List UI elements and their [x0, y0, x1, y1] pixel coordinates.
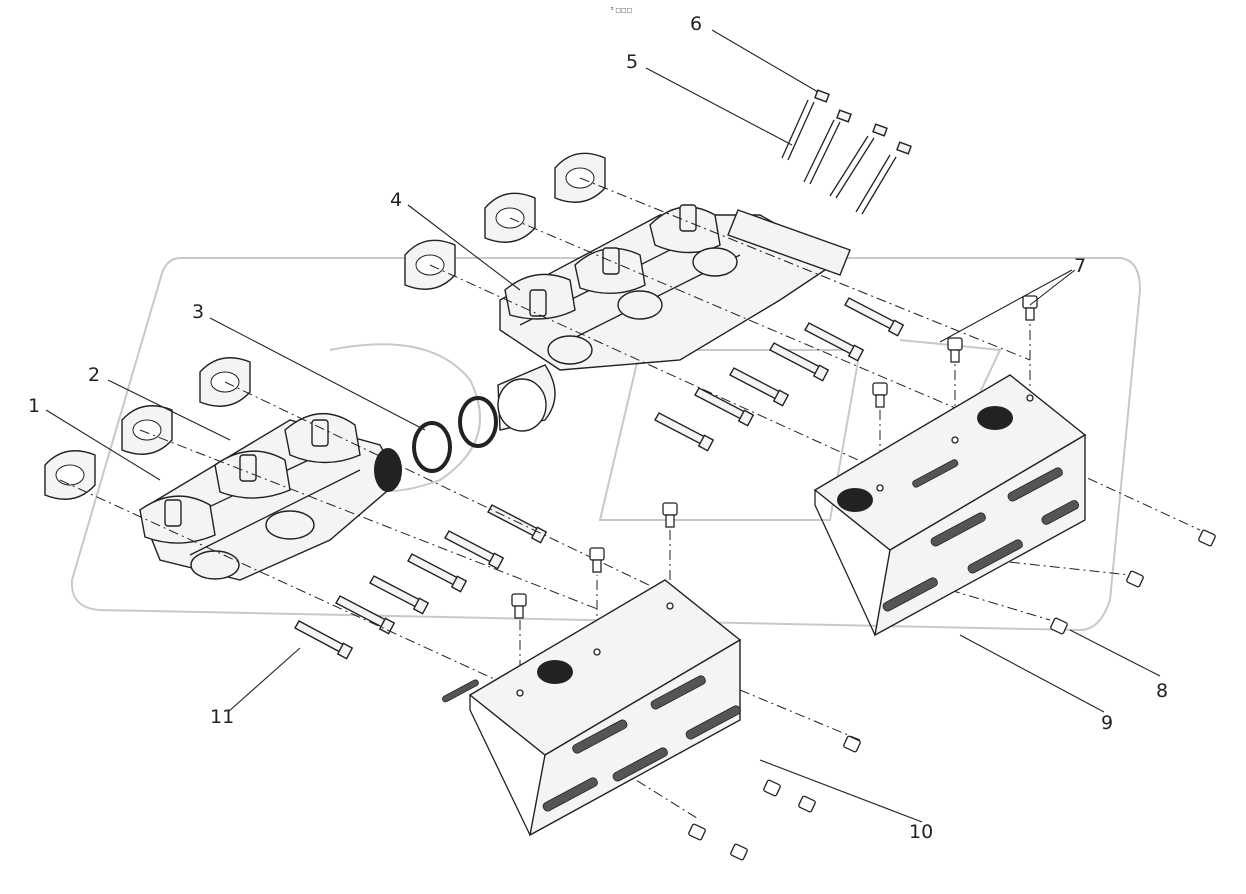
bolt-short-11 [730, 843, 748, 861]
short-bolts [511, 295, 1216, 861]
stud-4 [855, 141, 912, 215]
pipe-sleeve [497, 364, 556, 432]
bolt-short-5 [947, 337, 963, 363]
assembly-axes [59, 177, 1201, 821]
callout-11: 11 [210, 706, 234, 728]
bolt-short-6 [1022, 295, 1038, 321]
bolt-short-13 [1126, 570, 1144, 588]
callout-2: 2 [88, 364, 100, 386]
bolt-short-10 [688, 823, 706, 841]
bolt-long-3 [369, 575, 430, 615]
seal-rings [412, 396, 498, 473]
callout-1: 1 [28, 395, 40, 417]
bolt-short-14 [1050, 617, 1068, 635]
heat-shield-front [442, 579, 742, 837]
leader-lines [45, 29, 1161, 823]
heat-shield-rear [813, 374, 1087, 637]
bolt-long-2 [335, 595, 396, 635]
bolt-long-5 [444, 530, 505, 570]
bolt-long-8 [694, 387, 755, 427]
gasket-rear-3 [404, 239, 456, 290]
bolt-short-1 [511, 593, 527, 619]
gasket-rear-2 [484, 192, 536, 243]
bolt-short-7 [843, 735, 861, 753]
header-code: ²̑ □□□ [610, 7, 632, 14]
bolt-short-9 [798, 795, 816, 813]
bolt-long-7 [654, 412, 715, 452]
gasket-rear-1 [554, 152, 606, 203]
callout-6: 6 [690, 13, 702, 35]
callout-9: 9 [1101, 712, 1113, 734]
callout-8: 8 [1156, 680, 1168, 702]
bolt-long-10 [769, 342, 830, 382]
callout-5: 5 [626, 51, 638, 73]
bolt-long-1 [294, 620, 354, 660]
bolt-short-4 [872, 382, 888, 408]
rear-manifold-assembly [404, 152, 851, 473]
bolt-short-12 [1198, 529, 1216, 547]
front-manifold-assembly [44, 357, 402, 581]
callout-4: 4 [390, 189, 402, 211]
stud-1 [781, 89, 830, 161]
bolt-long-6 [487, 504, 548, 544]
callout-labels: 1 2 3 4 5 6 7 8 9 10 11 [28, 13, 1168, 843]
bolt-long-4 [407, 553, 468, 593]
callout-7: 7 [1074, 255, 1086, 277]
bolt-long-9 [729, 367, 790, 407]
callout-10: 10 [909, 821, 933, 843]
bolt-long-12 [844, 297, 905, 337]
bolt-short-8 [763, 779, 781, 797]
gasket-front-2 [121, 405, 173, 455]
callout-3: 3 [192, 301, 204, 323]
bolt-short-2 [589, 547, 605, 573]
gasket-front-3 [44, 450, 96, 500]
stud-2 [803, 109, 852, 185]
bolt-short-3 [662, 502, 678, 528]
manifold-flange [727, 209, 851, 276]
bolt-long-11 [804, 322, 865, 362]
stud-3 [829, 123, 888, 199]
studs-and-nuts [781, 89, 912, 215]
